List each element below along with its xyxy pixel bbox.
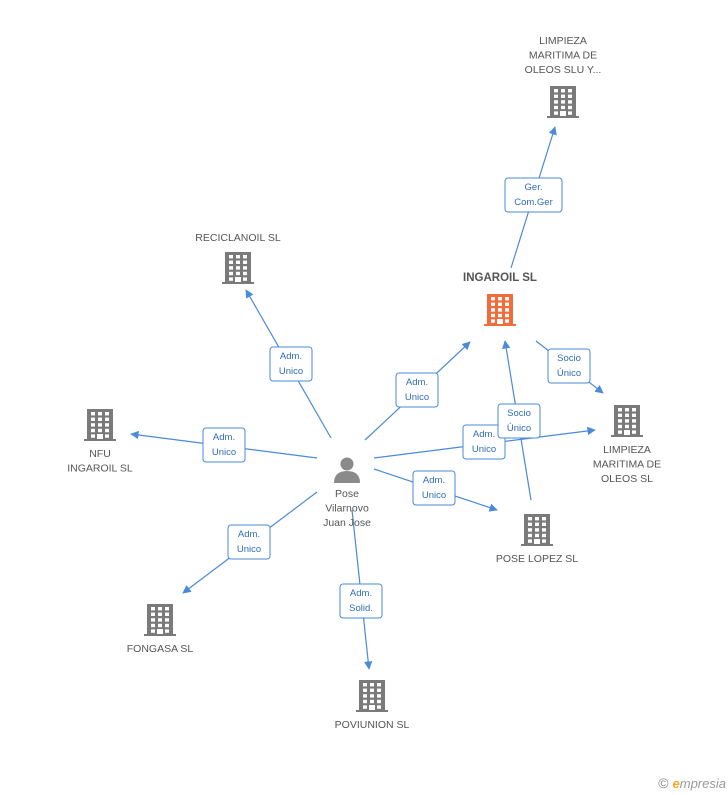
edge-person-to-ingaroil: Adm. Unico: [364, 341, 471, 441]
relation-label-text: Ger.: [525, 182, 543, 193]
node-label: NFU: [89, 448, 111, 460]
node-fongasa[interactable]: FONGASA SL: [127, 604, 194, 655]
relation-label-text: Unico: [212, 447, 236, 458]
node-label: FONGASA SL: [127, 643, 194, 655]
building-icon: [521, 514, 553, 546]
edge-person-to-fongasa: Adm. Unico: [182, 491, 318, 594]
relation-label-text: Adm.: [406, 377, 428, 388]
relation-label-text: Unico: [237, 544, 261, 555]
edge-person-to-nfu: Adm. Unico: [130, 427, 318, 463]
relation-label-text: Unico: [472, 444, 496, 455]
relation-label-text: Socio: [507, 408, 531, 419]
node-limpieza_top[interactable]: LIMPIEZA MARITIMA DE OLEOS SLU Y...: [525, 35, 602, 118]
node-label: OLEOS SLU Y...: [525, 64, 602, 76]
edge-person-to-poselopez: Adm. Unico: [373, 468, 498, 512]
node-reciclanoil[interactable]: RECICLANOIL SL: [195, 232, 281, 284]
empresia-logo: ©empresia: [658, 775, 726, 791]
relation-label-box[interactable]: [412, 470, 456, 506]
relation-label-text: Com.Ger: [514, 197, 553, 208]
relation-label-box[interactable]: [497, 403, 541, 439]
person-icon: [334, 457, 360, 483]
node-ingaroil[interactable]: INGAROIL SL: [463, 272, 537, 326]
relation-label-text: Solid.: [349, 603, 373, 614]
node-label: MARITIMA DE: [593, 459, 661, 471]
building-icon: [222, 252, 254, 284]
relation-label-text: Unico: [422, 490, 446, 501]
building-icon: [611, 405, 643, 437]
edge-person-to-poviunion: Adm. Solid.: [339, 509, 383, 670]
relation-label-text: Adm.: [350, 588, 372, 599]
relation-label-box[interactable]: [547, 348, 591, 384]
node-label: Pose: [335, 488, 359, 500]
relation-label-text: Socio: [557, 353, 581, 364]
relation-label-text: Único: [507, 423, 531, 434]
relation-label-text: Adm.: [280, 351, 302, 362]
node-label: Vilarnovo: [325, 503, 369, 515]
node-label: POVIUNION SL: [335, 719, 410, 731]
copyright-symbol: ©: [658, 775, 669, 791]
node-nfu[interactable]: NFU INGAROIL SL: [67, 409, 133, 475]
relation-label-box[interactable]: [504, 177, 563, 213]
building-icon: [84, 409, 116, 441]
node-label: MARITIMA DE: [529, 50, 597, 62]
edge-ingaroil-to-limpieza_top: Ger. Com.Ger: [504, 126, 563, 269]
relation-label-text: Adm.: [473, 429, 495, 440]
relation-label-box[interactable]: [227, 524, 271, 560]
node-label: OLEOS SL: [601, 473, 653, 485]
node-label: POSE LOPEZ SL: [496, 553, 578, 565]
node-poselopez[interactable]: POSE LOPEZ SL: [496, 514, 578, 565]
node-label: LIMPIEZA: [539, 35, 587, 47]
relation-label-text: Unico: [405, 392, 429, 403]
building-icon: [144, 604, 176, 636]
relation-label-box[interactable]: [395, 372, 439, 408]
relation-label-box[interactable]: [269, 346, 313, 382]
relation-label-box[interactable]: [202, 427, 246, 463]
relation-label-box[interactable]: [339, 583, 383, 619]
node-limpieza_right[interactable]: LIMPIEZA MARITIMA DE OLEOS SL: [593, 405, 661, 485]
relation-label-box[interactable]: [462, 424, 506, 460]
node-label: RECICLANOIL SL: [195, 232, 281, 244]
relation-label-text: Adm.: [213, 432, 235, 443]
node-label: INGAROIL SL: [67, 463, 133, 475]
edge-person-to-reciclanoil: Adm. Unico: [245, 289, 332, 439]
relation-label-text: Adm.: [423, 475, 445, 486]
node-label: LIMPIEZA: [603, 444, 651, 456]
relation-label-text: Unico: [279, 366, 303, 377]
node-label: Juan Jose: [323, 517, 371, 529]
relation-label-text: Único: [557, 368, 581, 379]
building-icon: [547, 86, 579, 118]
edge-person-to-limpieza_right: Adm. Unico: [373, 424, 596, 460]
relation-label-text: Adm.: [238, 529, 260, 540]
building-icon: [356, 680, 388, 712]
node-label: INGAROIL SL: [463, 272, 537, 284]
building-icon: [484, 294, 516, 326]
node-poviunion[interactable]: POVIUNION SL: [335, 680, 410, 731]
